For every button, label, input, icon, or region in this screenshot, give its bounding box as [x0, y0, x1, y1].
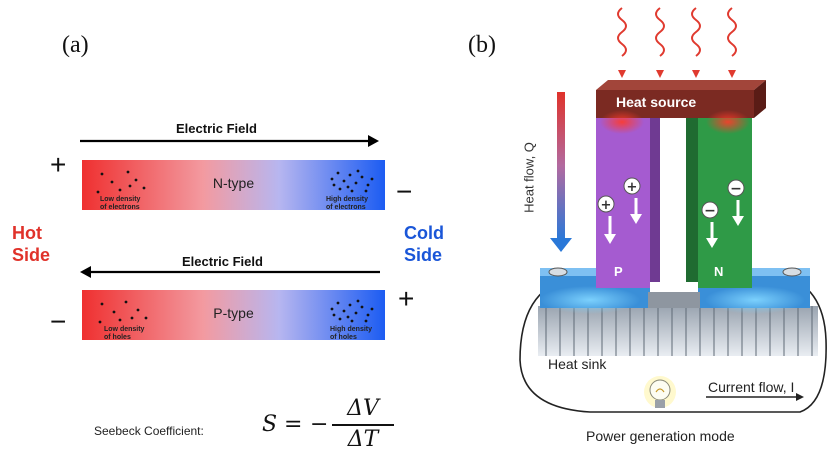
bottom-minus-sign: − — [50, 306, 67, 337]
top-field-arrow — [80, 135, 379, 147]
current-flow-label: Current flow, I — [708, 379, 795, 395]
n-leg-label: N — [714, 264, 724, 279]
svg-text:+: + — [601, 198, 612, 213]
n-left-note-1: Low density — [100, 196, 141, 203]
cold-side-line-2: Side — [404, 245, 443, 265]
hot-side-line-1: Hot — [12, 223, 42, 243]
heat-flow-arrow-head — [550, 238, 572, 252]
p-right-note-2: of holes — [330, 334, 357, 341]
n-left-note-2: of electrons — [100, 204, 140, 211]
light-bulb-icon — [644, 376, 676, 408]
formula-denominator: ΔT — [347, 427, 379, 452]
p-left-note-2: of holes — [104, 334, 131, 341]
heat-wave-icons — [617, 7, 737, 57]
panel-a-label: (a) — [62, 32, 89, 58]
n-type-bar: N-type Low density of electrons High den… — [82, 160, 385, 212]
heat-sink-label: Heat sink — [548, 356, 607, 372]
cold-side-label: Cold Side — [404, 222, 444, 266]
n-right-note: High density of electrons — [326, 196, 368, 212]
heat-flow-label-wrap: Heat flow, Q — [520, 142, 540, 350]
n-high-dots — [330, 169, 374, 193]
p-leg-label: P — [614, 264, 623, 279]
p-right-note-1: High density — [330, 326, 373, 333]
bottom-field-arrow — [80, 266, 380, 278]
n-carriers: − − — [701, 179, 745, 248]
p-carriers: + + — [597, 177, 642, 244]
p-type-label: P-type — [213, 305, 254, 321]
p-left-note: Low density of holes — [104, 326, 144, 342]
p-left-note-1: Low density — [104, 326, 145, 333]
hot-side-label: Hot Side — [12, 222, 50, 266]
formula-eq: = — [284, 412, 303, 437]
n-right-note-2: of electrons — [326, 204, 366, 211]
top-plus-sign: + — [50, 149, 67, 180]
svg-text:+: + — [627, 180, 638, 195]
bottom-field-label: Electric Field — [182, 254, 263, 269]
top-field-label: Electric Field — [176, 121, 257, 136]
n-right-note-1: High density — [326, 196, 369, 203]
heat-flow-arrow-shaft — [557, 92, 565, 240]
n-type-label: N-type — [212, 175, 255, 191]
formula-minus: − — [310, 412, 329, 437]
circuit-wire — [519, 274, 827, 413]
cold-side-line-1: Cold — [404, 223, 444, 243]
p-high-dots — [330, 299, 374, 323]
svg-text:−: − — [730, 181, 742, 197]
top-minus-sign: − — [396, 176, 413, 207]
seebeck-label: Seebeck Coefficient: — [94, 424, 204, 438]
svg-text:−: − — [704, 203, 716, 219]
heat-source-label: Heat source — [616, 94, 697, 110]
n-leg — [698, 116, 752, 288]
panel-b-label: (b) — [468, 32, 496, 58]
hot-side-line-2: Side — [12, 245, 51, 265]
power-mode-label: Power generation mode — [586, 428, 735, 444]
n-left-note: Low density of electrons — [100, 196, 140, 212]
formula-lhs: S — [262, 412, 278, 437]
bottom-plus-sign: + — [398, 283, 415, 314]
p-low-dots — [98, 300, 148, 324]
p-right-note: High density of holes — [330, 326, 372, 342]
heat-flow-label: Heat flow, Q — [521, 142, 537, 213]
p-type-bar: P-type Low density of holes High density… — [82, 290, 385, 342]
thermoelectric-device: + + − − — [519, 7, 827, 413]
formula-numerator: ΔV — [347, 396, 379, 421]
formula-fraction-bar — [332, 424, 394, 426]
heat-sink-fins — [538, 306, 818, 356]
n-low-dots — [96, 170, 146, 194]
